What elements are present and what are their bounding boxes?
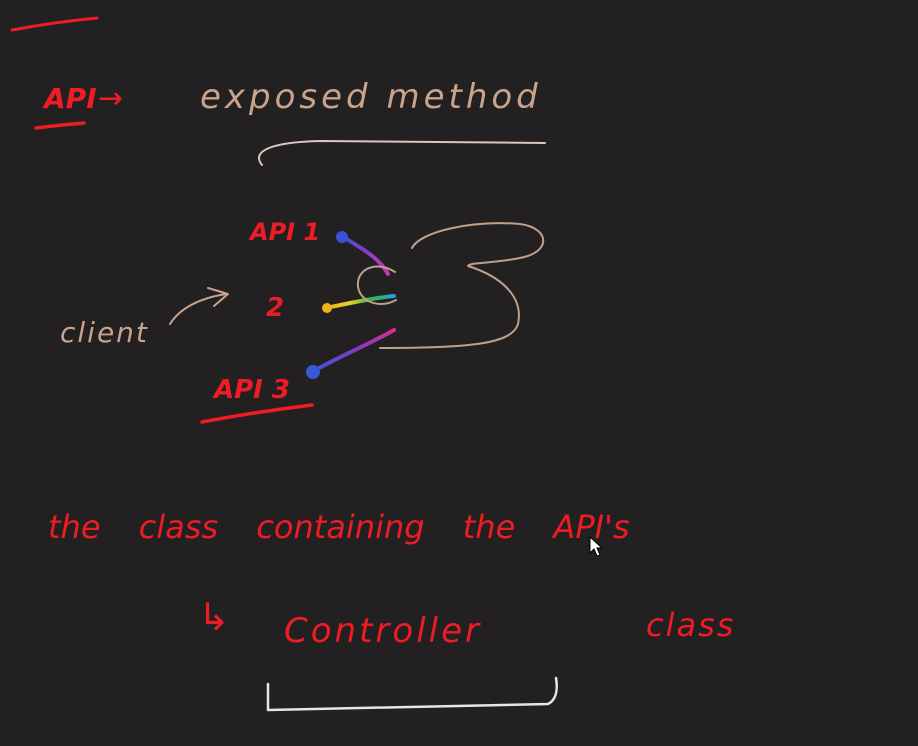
api-3-connector [310,328,396,374]
client-label: client [60,316,149,349]
heading-arrow: → [98,81,123,116]
api-2-connector-dot [322,303,332,313]
controller-boundary-outline [356,222,545,349]
api-3-label: API 3 [212,375,290,405]
api-label: API [42,82,97,115]
api-1-label: API 1 [248,218,320,246]
client-arrow [169,287,229,325]
controller-text: Controller [284,611,482,651]
api-1-connector-dot [336,231,348,243]
api-1-connector [340,234,390,276]
exposed-method-underline [258,139,546,166]
top-scribble-stroke [10,16,99,32]
api-label-underline [34,121,86,130]
mouse-pointer-icon [589,535,604,557]
controller-underbracket [266,676,558,712]
sentence-line-1: the class containing the API's [48,508,630,546]
class-word-text: class [646,606,735,644]
exposed-method-text: exposed method [200,77,542,117]
result-arrow: ↳ [198,595,230,639]
api-3-connector-dot [306,365,320,379]
api-2-label: 2 [266,293,284,323]
api-2-connector [324,294,396,310]
api-3-underline [200,403,314,424]
